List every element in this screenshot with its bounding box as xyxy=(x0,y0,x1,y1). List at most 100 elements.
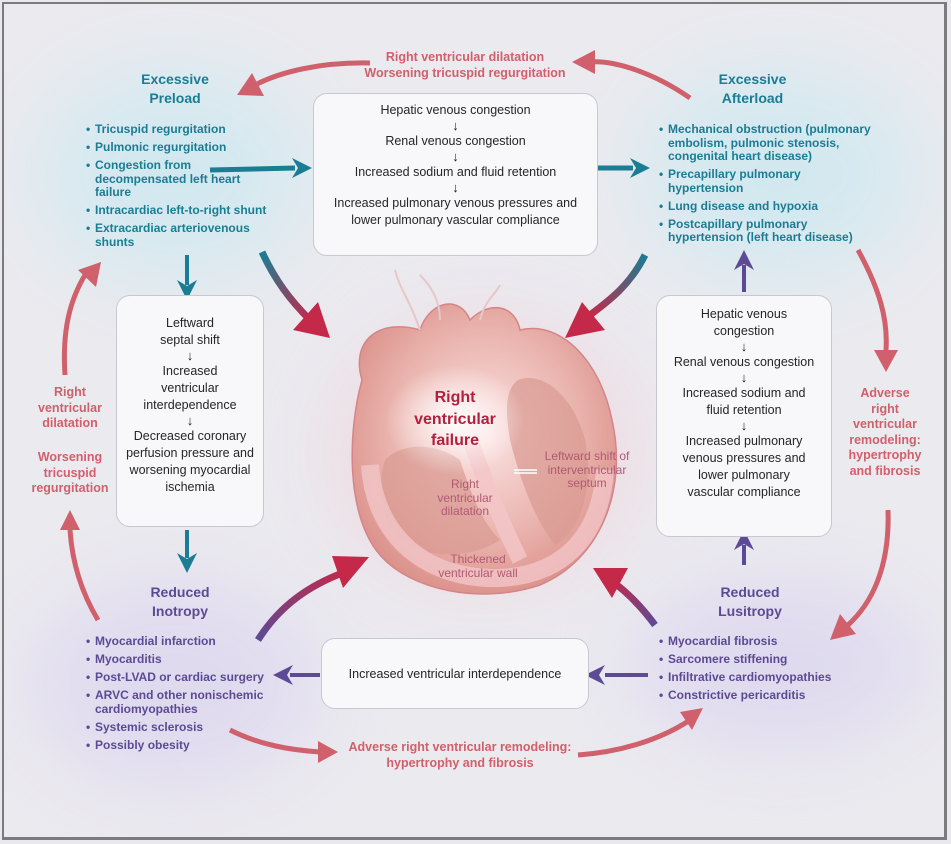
list-item: Mechanical obstruction (pulmonary emboli… xyxy=(659,122,874,164)
cycle-arrow-bottom-right xyxy=(577,717,692,758)
cycle-label-top: Right ventricular dilatation Worsening t… xyxy=(330,50,600,81)
cycle-arrow-top-right-head xyxy=(572,50,595,74)
down-arrow-icon: ↓ xyxy=(186,348,194,363)
right-box-step: Increased sodium and fluid retention xyxy=(682,386,806,417)
cycle-arrow-right-bottom-head xyxy=(830,614,856,640)
afterload-list: Mechanical obstruction (pulmonary emboli… xyxy=(659,122,874,249)
top-box-step: Increased sodium and fluid retention xyxy=(354,165,557,179)
cycle-arrow-top-left xyxy=(253,60,371,88)
cycle-arrow-bottom-left-head xyxy=(318,741,338,763)
right-congestion-box: Hepatic venous congestion ↓ Renal venous… xyxy=(656,295,832,537)
cycle-arrow-left-top-head xyxy=(78,262,101,287)
down-arrow-icon: ↓ xyxy=(740,339,748,354)
lusitropy-title-line1: Reduced xyxy=(720,584,780,600)
cycle-label-top-line1: Right ventricular dilatation xyxy=(385,50,545,64)
afterload-title-line1: Excessive xyxy=(718,71,787,87)
afterload-title: Excessive Afterload xyxy=(690,70,815,108)
list-item: Myocarditis xyxy=(86,652,276,667)
cycle-arrow-left-top xyxy=(61,273,88,376)
list-item: Sarcomere stiffening xyxy=(659,652,859,667)
cycle-arrow-top-left-head xyxy=(237,73,264,96)
inotropy-to-heart-arrow xyxy=(255,568,347,642)
right-ventricle-cavity xyxy=(381,446,500,555)
inotropy-list: Myocardial infarction Myocarditis Post-L… xyxy=(86,634,276,757)
preload-title-line2: Preload xyxy=(149,90,201,106)
left-box-to-inotropy-arrowhead xyxy=(177,553,197,573)
right-box-step: Renal venous congestion xyxy=(673,355,815,369)
down-arrow-icon: ↓ xyxy=(740,370,748,385)
cycle-label-left-1: Right ventricular dilatation xyxy=(38,385,102,430)
right-box-step: Increased pulmonary venous pressures and… xyxy=(682,434,806,499)
list-item: Tricuspid regurgitation xyxy=(86,122,286,137)
heart-illustration xyxy=(351,269,618,595)
list-item: Extracardiac arteriovenous shunts xyxy=(86,221,260,249)
preload-to-heart-arrowhead xyxy=(293,302,330,338)
list-item: Myocardial infarction xyxy=(86,634,276,649)
aorta xyxy=(394,269,501,331)
bottom-box-to-inotropy-arrowhead xyxy=(273,665,293,685)
list-item: Constrictive pericarditis xyxy=(659,688,859,703)
cycle-arrow-right-top xyxy=(855,248,889,351)
lusitropy-title: Reduced Lusitropy xyxy=(700,583,800,621)
left-box-step: Increased ventricular interdependence xyxy=(143,364,237,412)
list-item: Intracardiac left-to-right shunt xyxy=(86,203,286,218)
cycle-arrow-bottom-right-head xyxy=(680,708,703,730)
cycle-label-top-line2: Worsening tricuspid regurgitation xyxy=(364,65,566,80)
cycle-arrow-top-right xyxy=(589,59,692,101)
down-arrow-icon: ↓ xyxy=(452,118,459,133)
bottom-box-text: Increased ventricular interdependence xyxy=(348,667,562,681)
list-item: Infiltrative cardiomyopathies xyxy=(659,670,859,685)
top-box-to-afterload-arrowhead xyxy=(630,158,650,178)
afterload-title-line2: Afterload xyxy=(721,90,784,106)
heart-wall-label: Thickened ventricular wall xyxy=(438,552,518,580)
top-box-step: Hepatic venous congestion xyxy=(380,103,531,117)
list-item: Congestion from decompensated left heart… xyxy=(86,158,255,200)
cycle-label-right: Adverse right ventricular remodeling: hy… xyxy=(848,386,922,478)
inotropy-to-heart-arrowhead xyxy=(332,556,369,588)
preload-to-heart-arrow xyxy=(258,250,313,323)
list-item: Myocardial fibrosis xyxy=(659,634,859,649)
afterload-to-heart-arrowhead xyxy=(565,302,605,338)
cycle-arrow-right-top-head xyxy=(874,350,898,372)
cycle-label-left-2: Worsening tricuspid regurgitation xyxy=(31,450,109,495)
afterload-from-right-box-arrowhead xyxy=(734,250,754,270)
down-arrow-icon: ↓ xyxy=(452,149,459,164)
lusitropy-to-heart-arrowhead xyxy=(593,568,628,598)
lusitropy-to-bottom-box-arrowhead xyxy=(585,665,605,685)
preload-list: Tricuspid regurgitation Pulmonic regurgi… xyxy=(86,122,286,254)
left-box-step: Leftward septal shift xyxy=(160,316,220,347)
list-item: Possibly obesity xyxy=(86,738,276,753)
list-item: Postcapillary pulmonary hypertension (le… xyxy=(659,217,868,245)
heart-septum-label: Leftward shift of interventricular septu… xyxy=(544,449,630,490)
bottom-interdependence-box: Increased ventricular interdependence xyxy=(321,638,589,709)
list-item: Lung disease and hypoxia xyxy=(659,199,874,214)
top-box-step: Renal venous congestion xyxy=(385,134,526,148)
cycle-arrow-left-bottom xyxy=(67,529,101,622)
preload-title-line1: Excessive xyxy=(141,71,209,87)
list-item: ARVC and other nonischemic cardiomyopath… xyxy=(86,688,275,716)
cycle-arrow-left-bottom-head xyxy=(60,510,80,530)
list-item: Pulmonic regurgitation xyxy=(86,140,286,155)
left-ischemia-box: Leftward septal shift ↓ Increased ventri… xyxy=(116,295,264,527)
down-arrow-icon: ↓ xyxy=(740,418,748,433)
down-arrow-icon: ↓ xyxy=(186,413,194,428)
top-box-step: Increased pulmonary venous pressures and… xyxy=(333,196,578,227)
left-box-step: Decreased coronary perfusion pressure an… xyxy=(126,429,254,494)
list-item: Systemic sclerosis xyxy=(86,720,276,735)
heart-dilatation-label: Right ventricular dilatation xyxy=(437,477,493,518)
lusitropy-to-right-box-arrowhead xyxy=(734,530,754,550)
afterload-to-heart-arrow xyxy=(587,253,649,318)
preload-title: Excessive Preload xyxy=(110,70,240,108)
down-arrow-icon: ↓ xyxy=(452,180,459,195)
list-item: Post-LVAD or cardiac surgery xyxy=(86,670,276,685)
cycle-label-bottom: Adverse right ventricular remodeling: hy… xyxy=(348,740,572,770)
lusitropy-title-line2: Lusitropy xyxy=(718,603,782,619)
preload-to-left-box-arrowhead xyxy=(177,280,197,300)
center-highlight xyxy=(385,365,525,475)
cycle-arrow-right-bottom xyxy=(846,509,891,627)
inotropy-title-line1: Reduced xyxy=(150,584,210,600)
lusitropy-list: Myocardial fibrosis Sarcomere stiffening… xyxy=(659,634,859,707)
right-box-step: Hepatic venous congestion xyxy=(700,307,788,338)
list-item: Precapillary pulmonary hypertension xyxy=(659,167,818,195)
